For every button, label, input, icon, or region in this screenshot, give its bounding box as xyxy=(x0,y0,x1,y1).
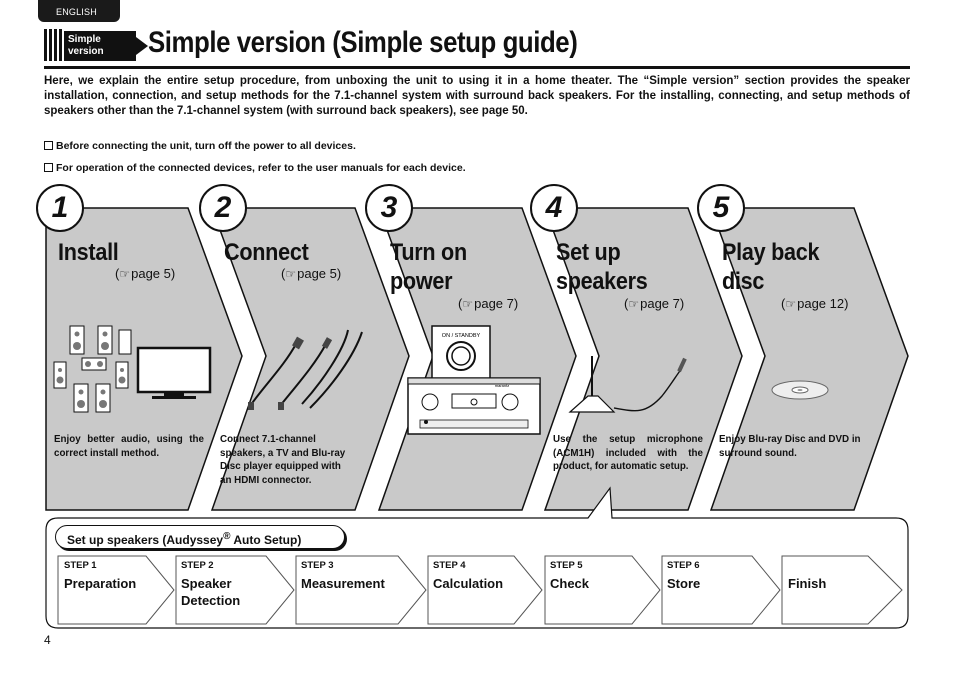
step-description-disc: Enjoy Blu-ray Disc and DVD in surround s… xyxy=(719,434,861,459)
title-rule xyxy=(44,66,910,69)
badge-line-2: version xyxy=(68,46,104,57)
step-description-install: Enjoy better audio, using the correct in… xyxy=(54,434,204,459)
step-description-connect: Connect 7.1-channel speakers, a TV and B… xyxy=(220,434,346,486)
substep-shape-3 xyxy=(295,555,427,625)
checkbox-bullet-icon xyxy=(44,163,53,172)
hand-pointer-icon: ☞ xyxy=(785,297,797,311)
cables-illustration xyxy=(248,329,363,410)
receiver-illustration: ON / STANDBY marantz xyxy=(407,325,541,435)
hand-pointer-icon: ☞ xyxy=(285,267,297,281)
receiver-brand-mark: marantz xyxy=(495,383,509,388)
step-panel-2 xyxy=(210,207,410,511)
badge-line-1: Simple xyxy=(68,34,101,45)
disc-illustration xyxy=(771,380,829,400)
substep-label-2: STEP 2 xyxy=(181,560,214,571)
substep-shape-6 xyxy=(661,555,781,625)
page-ref-install[interactable]: (☞page 5) xyxy=(115,266,176,281)
hand-pointer-icon: ☞ xyxy=(119,267,131,281)
substep-label-3: STEP 3 xyxy=(301,560,334,571)
substep-shape-7 xyxy=(781,555,903,625)
step-number-3: 3 xyxy=(365,184,413,232)
step-title-turn-on-power: Turn on power xyxy=(390,239,467,295)
substep-label-6: STEP 6 xyxy=(667,560,700,571)
intro-paragraph: Here, we explain the entire setup proced… xyxy=(44,75,910,117)
step-number-2: 2 xyxy=(199,184,247,232)
substep-label-5: STEP 5 xyxy=(550,560,583,571)
language-tab: ENGLISH xyxy=(38,0,120,22)
substep-shape-1 xyxy=(57,555,175,625)
hand-pointer-icon: ☞ xyxy=(462,297,474,311)
section-badge: Simple version xyxy=(64,31,148,61)
substep-check: Check xyxy=(550,576,590,591)
substep-label-4: STEP 4 xyxy=(433,560,466,571)
page-number: 4 xyxy=(44,633,51,647)
subwoofer-icon xyxy=(118,329,132,355)
setup-panel-title: Set up speakers (Audyssey® Auto Setup) xyxy=(55,525,345,549)
step-title-set-up-speakers: Set up speakers xyxy=(556,239,648,295)
step-number-5: 5 xyxy=(697,184,745,232)
page-title: Simple version (Simple setup guide) xyxy=(148,26,578,59)
substep-shape-4 xyxy=(427,555,543,625)
step-title-install: Install xyxy=(58,239,119,266)
substep-label-1: STEP 1 xyxy=(64,560,97,571)
surround-left-speaker-icon xyxy=(53,361,67,389)
substep-shape-5 xyxy=(544,555,661,625)
page-ref-speakers[interactable]: (☞page 7) xyxy=(624,296,685,311)
step-title-connect: Connect xyxy=(224,239,309,266)
page-ref-connect[interactable]: (☞page 5) xyxy=(281,266,342,281)
microphone-stand-icon xyxy=(568,395,616,413)
hand-pointer-icon: ☞ xyxy=(628,297,640,311)
substep-measurement: Measurement xyxy=(301,576,385,591)
substep-preparation: Preparation xyxy=(64,576,137,591)
step-number-4: 4 xyxy=(530,184,578,232)
step-title-play-back-disc: Play back disc xyxy=(722,239,820,295)
step-number-1: 1 xyxy=(36,184,84,232)
substep-finish: Finish xyxy=(788,576,827,591)
power-button-label: ON / STANDBY xyxy=(442,333,481,339)
speakers-and-tv-illustration xyxy=(53,325,212,413)
surround-right-speaker-icon xyxy=(115,361,129,389)
step-description-speakers: Use the setup microphone (ACM1H) include… xyxy=(553,434,703,472)
setup-microphone-illustration xyxy=(568,356,687,413)
title-bars-decoration xyxy=(44,29,64,66)
checkbox-bullet-icon xyxy=(44,141,53,150)
substep-speaker-detection: Speaker Detection xyxy=(181,576,241,608)
tv-icon xyxy=(136,346,212,394)
step-panel-5 xyxy=(709,207,909,511)
substep-store: Store xyxy=(667,576,701,591)
note-user-manuals: For operation of the connected devices, … xyxy=(44,162,466,174)
substep-shape-2 xyxy=(175,555,295,625)
note-power-off: Before connecting the unit, turn off the… xyxy=(44,140,356,152)
substep-calculation: Calculation xyxy=(433,576,504,591)
page-ref-disc[interactable]: (☞page 12) xyxy=(781,296,849,311)
step-panel-4 xyxy=(543,207,743,511)
page-ref-power[interactable]: (☞page 7) xyxy=(458,296,519,311)
